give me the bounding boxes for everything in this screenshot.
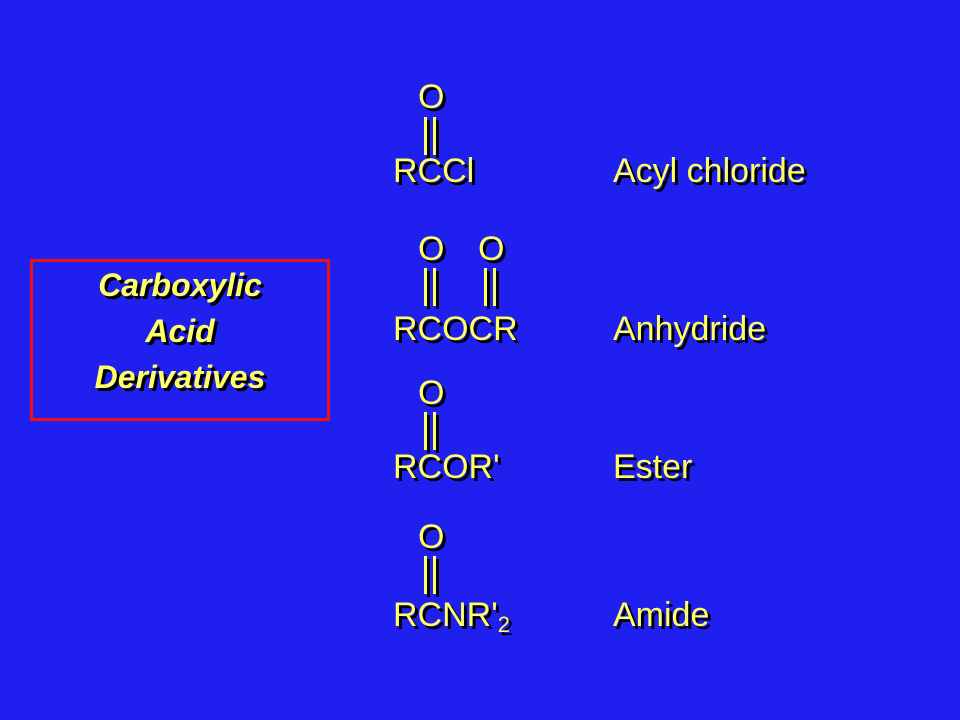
row3-bond-a	[424, 412, 427, 450]
row3-name: Ester	[613, 448, 693, 486]
box-line-1: Carboxylic	[98, 267, 262, 303]
row2-bond-1a	[424, 268, 427, 306]
row4-formula-subscript: 2	[497, 612, 510, 637]
row1-name: Acyl chloride	[613, 152, 806, 190]
row4-bond-b	[433, 556, 436, 594]
row4-oxygen: O	[418, 518, 445, 556]
row2-name: Anhydride	[613, 310, 767, 348]
row2-bond-2b	[493, 268, 496, 306]
box-line-2: Acid	[145, 313, 215, 349]
row4-bond-a	[424, 556, 427, 594]
row3-formula: RCOR'	[393, 448, 500, 486]
row1-oxygen: O	[418, 78, 445, 116]
row3-bond-b	[433, 412, 436, 450]
box-line-3: Derivatives	[94, 359, 266, 395]
row1-bond-b	[433, 117, 436, 155]
row2-formula: RCOCR	[393, 310, 518, 348]
derivatives-box: Carboxylic Acid Derivatives	[30, 259, 330, 421]
row1-formula: RCCl	[393, 152, 475, 190]
row2-bond-2a	[484, 268, 487, 306]
box-title: Carboxylic Acid Derivatives	[33, 262, 327, 400]
row2-oxygen-1: O	[418, 230, 445, 268]
row4-formula: RCNR'2	[393, 598, 510, 636]
row3-oxygen: O	[418, 374, 445, 412]
row4-name: Amide	[613, 596, 710, 634]
row2-oxygen-2: O	[478, 230, 505, 268]
row2-bond-1b	[433, 268, 436, 306]
row4-formula-main: RCNR'	[393, 596, 498, 634]
row1-bond-a	[424, 117, 427, 155]
